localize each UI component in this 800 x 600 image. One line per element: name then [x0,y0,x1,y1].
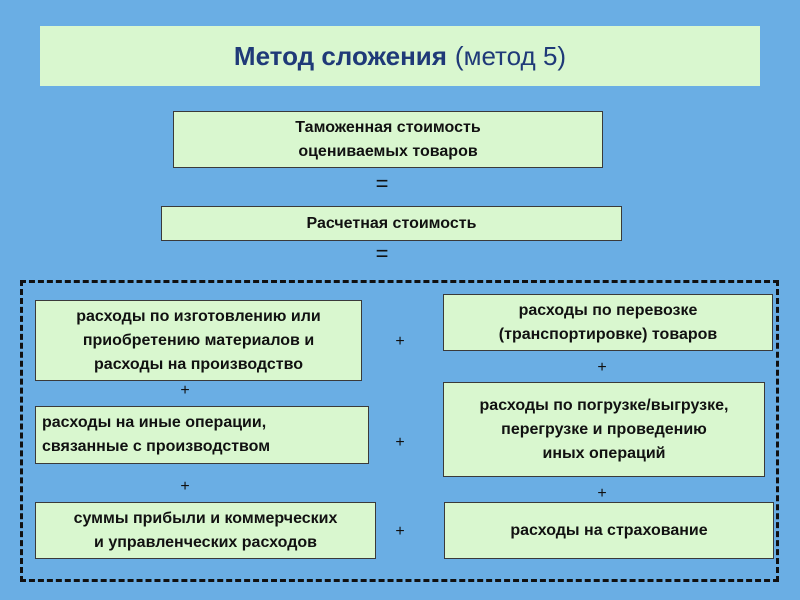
computed-value-box: Расчетная стоимость [161,206,622,241]
components-group [20,280,779,582]
customs-value-line-2: оцениваемых товаров [298,142,478,160]
manufacturing-costs-line-1: расходы по изготовлению или [76,307,321,325]
loading-costs-line-1: расходы по погрузке/выгрузке, [479,396,729,414]
profit-expenses-line-1: суммы прибыли и коммерческих [73,509,338,527]
loading-costs-line-2: перегрузке и проведению [501,420,707,438]
loading-costs-line-3: иных операций [542,444,666,462]
equals-sign-1: = [375,171,389,196]
transportation-costs-line-1: расходы по перевозке [518,301,698,319]
transportation-costs-line-2: (транспортировке) товаров [498,325,718,343]
customs-value-line-1: Таможенная стоимость [295,118,481,136]
loading-costs-box: расходы по погрузке/выгрузке, перегрузке… [443,382,765,477]
plus-sign-left-2: + [180,478,190,495]
title-main: Метод сложения [233,40,447,71]
plus-sign-middle-3: + [395,523,405,540]
title-banner: Метод сложения (метод 5) [40,26,760,86]
transportation-costs-box: расходы по перевозке (транспортировке) т… [443,294,773,351]
profit-expenses-line-2: и управленческих расходов [94,533,317,551]
equals-sign-2: = [375,241,389,266]
other-operations-box: расходы на иные операции, связанные с пр… [35,406,369,464]
plus-sign-right-2: + [597,485,607,502]
insurance-costs-label: расходы на страхование [510,521,708,539]
computed-value-label: Расчетная стоимость [306,214,477,232]
title-sub: (метод 5) [454,40,567,71]
manufacturing-costs-line-3: расходы на производство [94,355,303,373]
manufacturing-costs-box: расходы по изготовлению или приобретению… [35,300,362,381]
plus-sign-middle-2: + [395,434,405,451]
customs-value-box: Таможенная стоимость оцениваемых товаров [173,111,603,168]
other-operations-line-2: связанные с производством [42,438,271,455]
other-operations-line-1: расходы на иные операции, [42,414,267,431]
manufacturing-costs-line-2: приобретению материалов и [82,331,315,349]
profit-expenses-box: суммы прибыли и коммерческих и управленч… [35,502,376,559]
plus-sign-middle-1: + [395,333,405,350]
insurance-costs-box: расходы на страхование [444,502,774,559]
plus-sign-left-1: + [180,382,190,399]
plus-sign-right-1: + [597,359,607,376]
